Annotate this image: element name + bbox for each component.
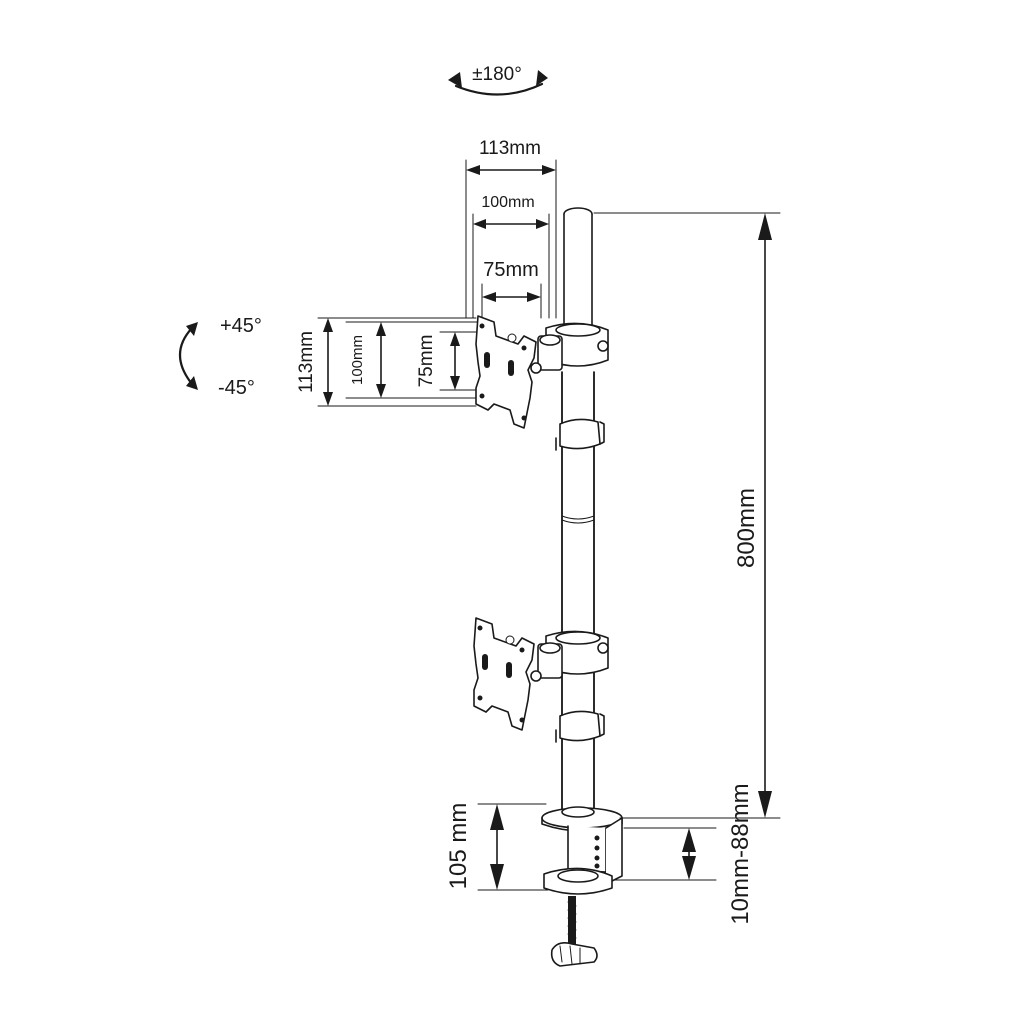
- tilt-up-arrow-icon: [186, 322, 198, 336]
- tilt-down-label: -45°: [218, 377, 255, 399]
- tilt-up-label: +45°: [220, 315, 262, 337]
- tilt-down-arrow-icon: [186, 376, 198, 390]
- top-dimensions: 113mm 100mm 75mm: [465, 138, 557, 319]
- tilt-arc: [179, 326, 194, 386]
- side-dim-outer-label: 113mm: [296, 331, 317, 393]
- rotation-arrow-left-icon: [448, 72, 462, 88]
- upper-arm-assembly: [475, 315, 609, 451]
- side-dimensions: 113mm 100mm 75mm: [296, 317, 485, 407]
- rotation-label: ±180°: [472, 64, 522, 85]
- side-dim-inner-label: 75mm: [416, 335, 437, 388]
- desk-clamp: [541, 806, 623, 967]
- rotation-arrow-right-icon: [536, 70, 548, 86]
- clamp-depth-dimension: 105 mm: [445, 803, 549, 891]
- tilt-indicator: +45° -45°: [179, 315, 262, 399]
- desk-thickness-dimension: 10mm-88mm: [613, 783, 754, 925]
- side-dim-middle-label: 100mm: [349, 335, 366, 385]
- pole-height-dimension: 800mm: [593, 212, 781, 819]
- desk-thickness-label: 10mm-88mm: [727, 783, 754, 924]
- top-dim-inner-label: 75mm: [483, 259, 539, 281]
- top-dim-outer-label: 113mm: [479, 138, 541, 159]
- pole-height-label: 800mm: [733, 488, 760, 568]
- top-dim-middle-label: 100mm: [481, 194, 534, 211]
- clamp-depth-label: 105 mm: [445, 803, 472, 890]
- rotation-arc: [454, 82, 544, 96]
- lower-arm-assembly: [473, 617, 609, 743]
- rotation-indicator: ±180°: [448, 64, 548, 96]
